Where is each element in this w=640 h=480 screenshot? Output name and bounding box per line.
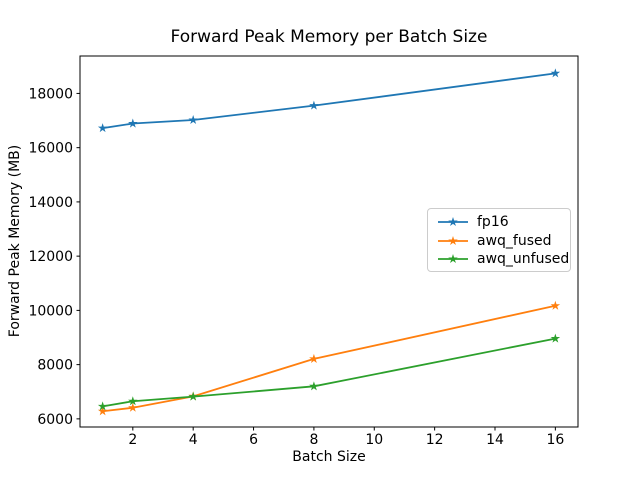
data-point-marker-fp16 — [550, 68, 561, 78]
data-point-marker-awq_fused — [128, 402, 138, 412]
axes-frame — [79, 55, 579, 428]
data-point-marker-awq_unfused — [128, 396, 138, 406]
x-tick-label: 6 — [249, 432, 258, 448]
data-point-marker-awq_fused — [97, 406, 108, 416]
legend-line-star-icon — [438, 235, 468, 245]
y-tick-label: 16000 — [28, 141, 73, 157]
legend-item-awq-unfused: awq_unfused — [436, 250, 570, 269]
legend: fp16 awq_fused awq_unfused — [427, 208, 571, 272]
x-tick-label: 4 — [189, 432, 198, 448]
y-tick-label: 10000 — [28, 303, 73, 319]
x-tick-label: 16 — [546, 432, 564, 448]
series-line-awq_fused — [102, 304, 556, 413]
data-point-marker-awq_fused — [309, 353, 319, 363]
legend-label: fp16 — [477, 214, 509, 231]
x-tick-label: 10 — [365, 432, 383, 448]
series-line-awq_unfused — [102, 337, 556, 408]
y-tick-label: 14000 — [28, 195, 73, 211]
chart-title: Forward Peak Memory per Batch Size — [170, 27, 488, 47]
legend-label: awq_unfused — [477, 251, 570, 268]
data-point-marker-fp16 — [309, 100, 319, 110]
data-point-marker-awq_unfused — [188, 391, 198, 401]
x-tick-label: 12 — [426, 432, 444, 448]
y-axis-label: Forward Peak Memory (MB) — [7, 144, 23, 338]
y-tick-label: 18000 — [28, 86, 73, 102]
x-axis-label: Batch Size — [292, 449, 366, 465]
x-tick-label: 2 — [128, 432, 137, 448]
y-tick-label: 8000 — [37, 358, 73, 374]
legend-line-star-icon — [438, 254, 468, 264]
x-tick-label: 8 — [309, 432, 318, 448]
data-point-marker-awq_fused — [550, 300, 561, 310]
x-tick-label: 14 — [486, 432, 504, 448]
legend-item-awq-fused: awq_fused — [436, 232, 570, 251]
legend-label: awq_fused — [477, 232, 552, 249]
legend-line-star-icon — [438, 217, 468, 227]
data-point-marker-awq_unfused — [309, 381, 319, 391]
data-point-marker-awq_unfused — [97, 401, 108, 411]
data-point-marker-fp16 — [188, 115, 198, 125]
series-line-fp16 — [102, 72, 556, 130]
data-point-marker-fp16 — [97, 123, 108, 133]
legend-item-fp16: fp16 — [436, 213, 570, 232]
y-tick-label: 12000 — [28, 249, 73, 265]
data-point-marker-awq_unfused — [550, 333, 561, 343]
data-point-marker-fp16 — [128, 118, 138, 128]
y-tick-label: 6000 — [37, 412, 73, 428]
